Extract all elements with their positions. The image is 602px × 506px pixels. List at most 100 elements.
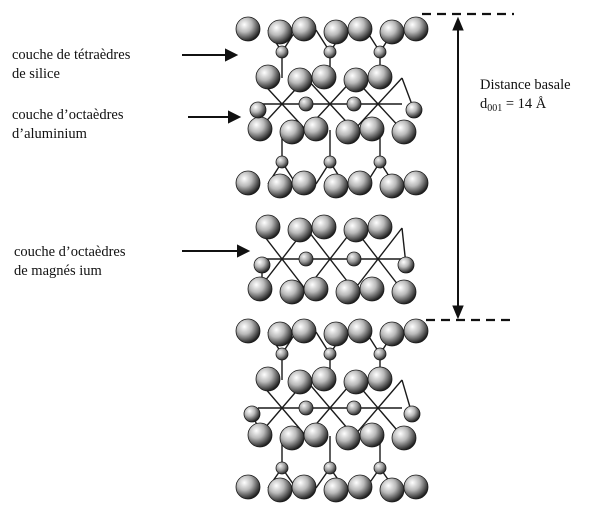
silicon-atom xyxy=(275,155,289,169)
oxygen-atom xyxy=(287,369,313,395)
oxygen-atom xyxy=(279,119,305,145)
oxygen-atom xyxy=(255,214,281,240)
silicon-atom xyxy=(323,347,337,361)
side-hydroxyl-atom xyxy=(253,256,271,274)
oxygen-atom xyxy=(267,321,293,347)
oxygen-atom xyxy=(359,276,385,302)
oxygen-atom xyxy=(359,116,385,142)
oxygen-atom xyxy=(379,321,405,347)
arrow-octa-mg-head xyxy=(237,244,251,258)
oxygen-atom xyxy=(311,214,337,240)
oxygen-atom xyxy=(235,318,261,344)
oxygen-atom xyxy=(279,425,305,451)
oxygen-atom xyxy=(343,369,369,395)
oxygen-atom xyxy=(291,16,317,42)
oxygen-atom xyxy=(255,64,281,90)
silicon-atom xyxy=(323,155,337,169)
oxygen-atom xyxy=(367,64,393,90)
silicon-atom xyxy=(275,347,289,361)
label-line: couche d’octaèdres xyxy=(12,107,124,123)
side-hydroxyl-atom xyxy=(403,405,421,423)
silicon-atom xyxy=(373,347,387,361)
silicon-atom xyxy=(275,461,289,475)
label-line: de silice xyxy=(12,66,60,82)
arrow-down-head xyxy=(452,305,464,320)
oxygen-atom xyxy=(391,425,417,451)
oxygen-atom xyxy=(287,217,313,243)
oxygen-atom xyxy=(391,119,417,145)
arrow-up-head xyxy=(452,16,464,31)
side-hydroxyl-atom xyxy=(405,101,423,119)
cation-atom xyxy=(298,400,314,416)
oxygen-atom xyxy=(303,276,329,302)
oxygen-atom xyxy=(247,422,273,448)
oxygen-atom xyxy=(343,67,369,93)
silicon-atom xyxy=(275,45,289,59)
oxygen-atom xyxy=(255,366,281,392)
arrow-octa-al-head xyxy=(228,110,242,124)
oxygen-atom xyxy=(267,19,293,45)
atomic-bonds xyxy=(251,29,415,489)
cation-atom xyxy=(346,400,362,416)
oxygen-atom xyxy=(303,422,329,448)
oxygen-atom xyxy=(247,116,273,142)
label-basal-distance: Distance basale d001 = 14 Å xyxy=(480,76,571,115)
oxygen-atom xyxy=(303,116,329,142)
side-hydroxyl-atom xyxy=(397,256,415,274)
arrow-tetra-head xyxy=(225,48,239,62)
oxygen-atom xyxy=(311,64,337,90)
oxygen-atom xyxy=(391,279,417,305)
side-hydroxyl-atom xyxy=(249,101,267,119)
oxygen-atom xyxy=(379,477,405,503)
oxygen-atom xyxy=(335,425,361,451)
oxygen-atom xyxy=(323,477,349,503)
oxygen-atom xyxy=(367,214,393,240)
oxygen-atom xyxy=(403,170,429,196)
oxygen-atom xyxy=(247,276,273,302)
oxygen-atom xyxy=(267,477,293,503)
silicon-atom xyxy=(323,45,337,59)
oxygen-atom xyxy=(367,366,393,392)
oxygen-atom xyxy=(311,366,337,392)
silicon-atom xyxy=(373,461,387,475)
oxygen-atom xyxy=(235,16,261,42)
label-silica-tetrahedra-layer: couche de tétraèdres de silice xyxy=(12,46,130,84)
silicon-atom xyxy=(373,45,387,59)
distance-value: = 14 Å xyxy=(502,96,547,112)
label-arrows xyxy=(182,48,251,258)
oxygen-atom xyxy=(235,170,261,196)
d-subscript: 001 xyxy=(487,103,503,114)
oxygen-atom xyxy=(291,474,317,500)
oxygen-atom xyxy=(403,318,429,344)
atoms xyxy=(235,16,429,503)
label-line: de magnés ium xyxy=(14,263,102,279)
cation-atom xyxy=(346,96,362,112)
oxygen-atom xyxy=(403,16,429,42)
oxygen-atom xyxy=(403,474,429,500)
oxygen-atom xyxy=(323,173,349,199)
label-line: d’aluminium xyxy=(12,126,87,142)
oxygen-atom xyxy=(291,318,317,344)
silicon-atom xyxy=(373,155,387,169)
cation-atom xyxy=(298,96,314,112)
oxygen-atom xyxy=(335,279,361,305)
oxygen-atom xyxy=(279,279,305,305)
oxygen-atom xyxy=(347,170,373,196)
oxygen-atom xyxy=(347,474,373,500)
oxygen-atom xyxy=(379,19,405,45)
oxygen-atom xyxy=(323,19,349,45)
oxygen-atom xyxy=(359,422,385,448)
d-symbol: d xyxy=(480,96,488,112)
oxygen-atom xyxy=(379,173,405,199)
label-line: couche de tétraèdres xyxy=(12,47,131,63)
silicon-atom xyxy=(323,461,337,475)
oxygen-atom xyxy=(347,318,373,344)
label-aluminium-octahedra-layer: couche d’octaèdres d’aluminium xyxy=(12,106,124,144)
oxygen-atom xyxy=(343,217,369,243)
label-magnesium-octahedra-layer: couche d’octaèdres de magnés ium xyxy=(14,243,126,281)
basal-distance-value: d001 = 14 Å xyxy=(480,95,571,115)
cation-atom xyxy=(298,251,314,267)
oxygen-atom xyxy=(335,119,361,145)
